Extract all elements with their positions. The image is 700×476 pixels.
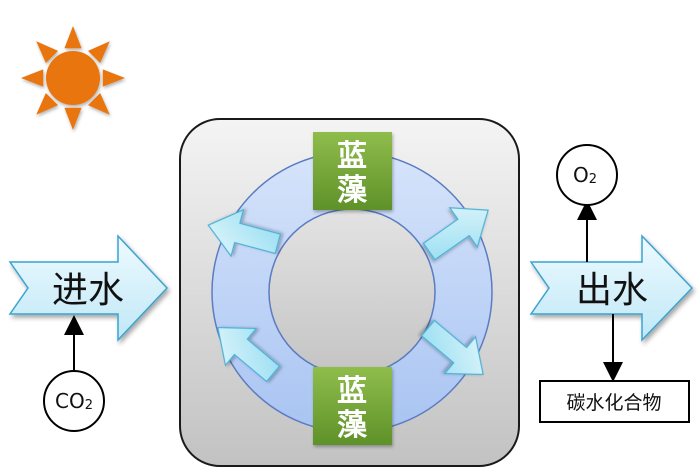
inlet-arrow	[8, 234, 169, 342]
sun-ray	[64, 26, 82, 49]
flow-arrow-icon	[422, 207, 489, 261]
algae-box-bottom: 蓝 藻	[313, 367, 392, 445]
algae-top-char2: 藻	[337, 173, 368, 208]
o2-label: O2	[573, 163, 597, 187]
co2-label: CO2	[55, 389, 93, 413]
sun-icon	[21, 26, 125, 130]
sun-ray	[88, 93, 110, 115]
algae-bottom-char2: 藻	[337, 408, 368, 443]
sun-ray	[36, 93, 58, 115]
algae-bottom-char1: 蓝	[337, 374, 367, 409]
algae-box-top: 蓝 藻	[313, 132, 392, 210]
inlet-label: 进水	[52, 270, 124, 311]
sun-ray	[102, 69, 125, 87]
flow-arrow-icon	[420, 319, 484, 376]
outlet-arrow	[529, 234, 694, 342]
sun-core	[46, 51, 100, 105]
sun-ray	[64, 107, 82, 130]
o2-circle	[556, 144, 618, 206]
sun-ray	[36, 41, 58, 63]
sun-ray	[88, 41, 110, 63]
sun-ray	[21, 69, 44, 87]
outlet-label: 出水	[576, 270, 648, 311]
ring-core	[268, 208, 436, 376]
algae-top-char1: 蓝	[337, 139, 367, 174]
carbohydrate-label: 碳水化合物	[566, 392, 661, 414]
carbohydrate-box	[539, 380, 690, 423]
co2-circle	[43, 370, 105, 432]
flow-arrow-icon	[207, 208, 282, 258]
flow-arrow-icon	[217, 326, 281, 383]
